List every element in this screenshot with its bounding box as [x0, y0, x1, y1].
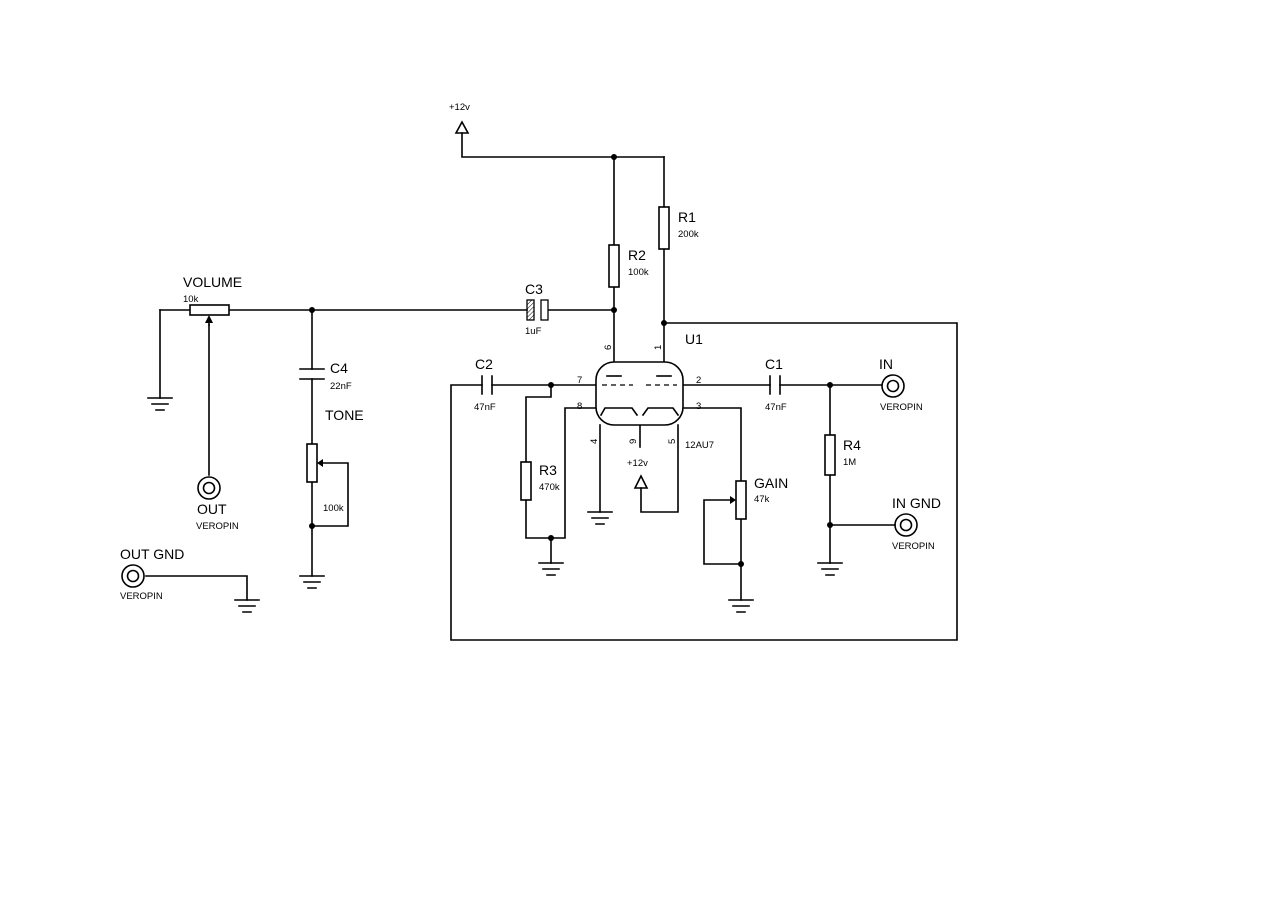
U1-value: 12AU7	[685, 440, 714, 451]
resistor-R1[interactable]: R1 200k	[658, 206, 699, 250]
R3-ref: R3	[539, 462, 557, 478]
in-gnd-label: IN GND	[892, 495, 941, 511]
supply-tube-label: +12v	[627, 458, 648, 469]
C3-ref: C3	[525, 281, 543, 297]
pin-6-label: 6	[603, 345, 614, 350]
tone-label: TONE	[325, 407, 364, 423]
resistor-R2[interactable]: R2 100k	[608, 244, 649, 288]
pin-9-label: 9	[628, 439, 639, 444]
supply-top-label: +12v	[449, 102, 470, 113]
pin-3-label: 3	[696, 401, 701, 412]
resistor-R3[interactable]: R3 470k	[520, 461, 560, 501]
C2-ref: C2	[475, 356, 493, 372]
out-gnd-type: VEROPIN	[120, 591, 163, 602]
connector-in-gnd[interactable]: IN GND VEROPIN	[892, 495, 941, 552]
potentiometer-tone[interactable]: TONE 100k	[306, 407, 364, 514]
in-gnd-type: VEROPIN	[892, 541, 935, 552]
connector-out[interactable]: OUT VEROPIN	[196, 476, 239, 532]
potentiometer-volume[interactable]: VOLUME 10k	[183, 274, 242, 326]
capacitor-C3[interactable]: C3 1uF	[525, 281, 549, 337]
connector-in[interactable]: IN VEROPIN	[879, 356, 923, 413]
C2-value: 47nF	[474, 402, 496, 413]
ground-icon	[817, 562, 843, 576]
R1-ref: R1	[678, 209, 696, 225]
in-type: VEROPIN	[880, 402, 923, 413]
tone-value: 100k	[323, 503, 344, 514]
capacitor-C1[interactable]: C1 47nF	[765, 356, 787, 413]
resistor-R4[interactable]: R4 1M	[824, 434, 861, 476]
volume-ref: VOLUME	[183, 274, 242, 290]
capacitor-C4[interactable]: C4 22nF	[299, 360, 352, 392]
R2-ref: R2	[628, 247, 646, 263]
in-label: IN	[879, 356, 893, 372]
pin-2-label: 2	[696, 375, 701, 386]
pin-8-label: 8	[577, 401, 582, 412]
C1-ref: C1	[765, 356, 783, 372]
ground-icon	[538, 562, 564, 576]
C3-value: 1uF	[525, 326, 542, 337]
out-label: OUT	[197, 501, 227, 517]
gain-ref: GAIN	[754, 475, 788, 491]
supply-tube-symbol: +12v	[627, 458, 649, 489]
out-gnd-label: OUT GND	[120, 546, 184, 562]
C4-ref: C4	[330, 360, 348, 376]
supply-top-symbol: +12v	[449, 102, 470, 134]
R3-value: 470k	[539, 482, 560, 493]
pin-4-label: 4	[589, 439, 600, 444]
pin-5-label: 5	[667, 439, 678, 444]
ground-symbols	[147, 397, 843, 613]
R4-value: 1M	[843, 457, 856, 468]
ground-icon	[587, 511, 613, 525]
ground-icon	[234, 599, 260, 613]
R2-value: 100k	[628, 267, 649, 278]
pin-7-label: 7	[577, 375, 582, 386]
ground-icon	[299, 575, 325, 589]
R4-ref: R4	[843, 437, 861, 453]
U1-ref: U1	[685, 331, 703, 347]
tube-U1[interactable]: 6 1 7 2 8 3 4 9 5 U1 12AU7	[577, 331, 714, 451]
C4-value: 22nF	[330, 381, 352, 392]
junction-dots	[309, 154, 833, 567]
volume-value: 10k	[183, 294, 199, 305]
potentiometer-gain[interactable]: GAIN 47k	[730, 475, 788, 520]
R1-value: 200k	[678, 229, 699, 240]
connector-out-gnd[interactable]: OUT GND VEROPIN	[120, 546, 184, 602]
pin-1-label: 1	[653, 345, 664, 350]
ground-icon	[728, 599, 754, 613]
gain-value: 47k	[754, 494, 770, 505]
capacitor-C2[interactable]: C2 47nF	[474, 356, 496, 413]
ground-icon	[147, 397, 173, 411]
out-type: VEROPIN	[196, 521, 239, 532]
C1-value: 47nF	[765, 402, 787, 413]
